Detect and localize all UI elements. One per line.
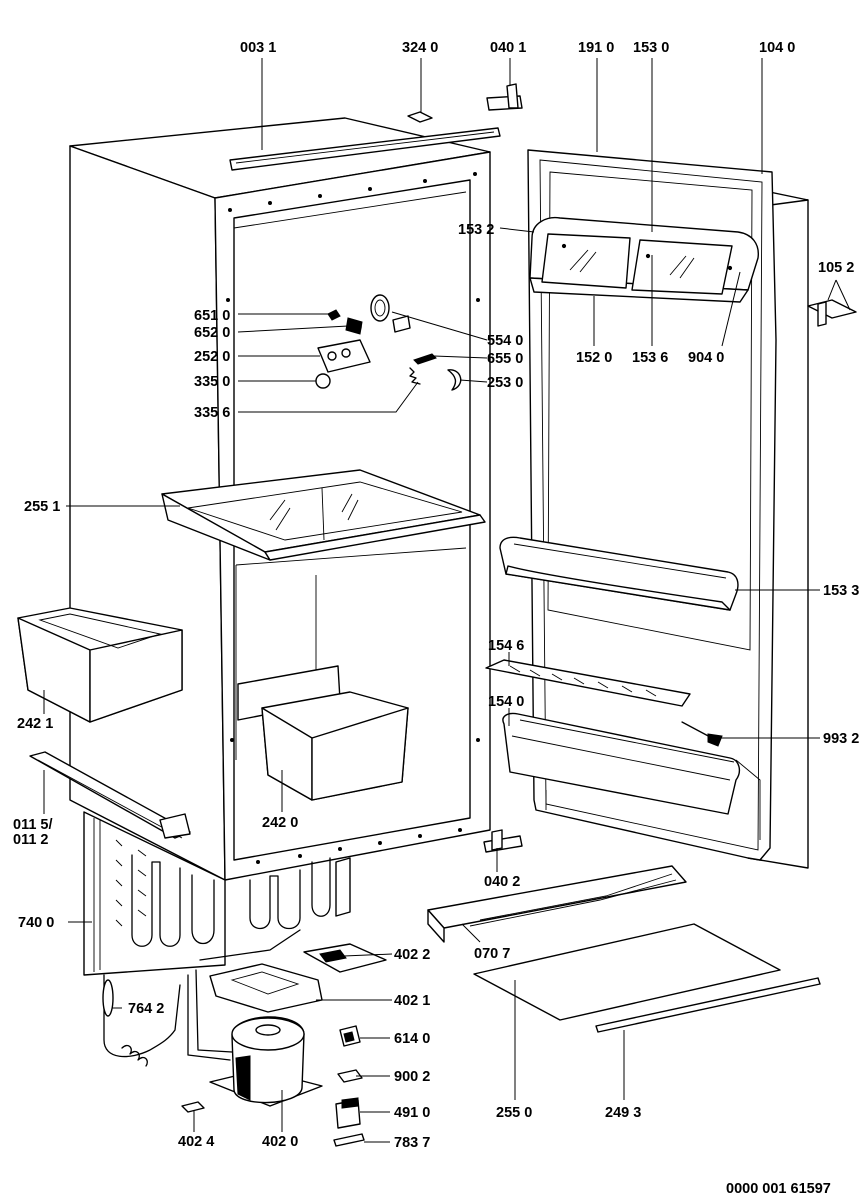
condenser-panel bbox=[83, 811, 351, 976]
label-6520: 652 0 bbox=[194, 325, 230, 341]
part-number-labels: 003 1 324 0 040 1 191 0 153 0 104 0 153 … bbox=[13, 40, 859, 1197]
door-bin-middle bbox=[499, 536, 739, 611]
dairy-compartment bbox=[529, 216, 759, 303]
compressor-group bbox=[102, 929, 387, 1147]
label-4024: 402 4 bbox=[178, 1134, 214, 1150]
label-0401: 040 1 bbox=[490, 40, 526, 56]
label-9932: 993 2 bbox=[823, 731, 859, 747]
label-2520: 252 0 bbox=[194, 349, 230, 365]
label-1052: 105 2 bbox=[818, 260, 854, 276]
label-4021: 402 1 bbox=[394, 993, 430, 1009]
label-2530: 253 0 bbox=[487, 375, 523, 391]
door-bin-lower bbox=[502, 712, 741, 815]
decor-strip bbox=[595, 977, 821, 1033]
glass-shelf-upper bbox=[161, 469, 486, 561]
hinge-bracket-top bbox=[486, 83, 523, 111]
handle-trim bbox=[427, 865, 687, 943]
label-2493: 249 3 bbox=[605, 1105, 641, 1121]
label-1546: 154 6 bbox=[488, 638, 524, 654]
thermostat-lamp-group bbox=[315, 294, 462, 391]
label-0112: 011 2 bbox=[13, 832, 49, 848]
label-0402: 040 2 bbox=[484, 874, 520, 890]
label-3350: 335 0 bbox=[194, 374, 230, 390]
crisper-box-left bbox=[17, 607, 183, 723]
label-7642: 764 2 bbox=[128, 1001, 164, 1017]
frame-screw-dots bbox=[226, 172, 480, 864]
label-1533: 153 3 bbox=[823, 583, 859, 599]
label-2421: 242 1 bbox=[17, 716, 53, 732]
label-6510: 651 0 bbox=[194, 308, 230, 324]
label-1532: 153 2 bbox=[458, 222, 494, 238]
label-4022: 402 2 bbox=[394, 947, 430, 963]
label-3240: 324 0 bbox=[402, 40, 438, 56]
label-6550: 655 0 bbox=[487, 351, 523, 367]
label-7837: 783 7 bbox=[394, 1135, 430, 1151]
label-7400: 740 0 bbox=[18, 915, 54, 931]
hinge-bracket-bottom bbox=[483, 829, 523, 853]
hinge-cap bbox=[407, 111, 433, 123]
door-bar bbox=[485, 659, 691, 707]
label-5540: 554 0 bbox=[487, 333, 523, 349]
label-6140: 614 0 bbox=[394, 1031, 430, 1047]
label-1540: 154 0 bbox=[488, 694, 524, 710]
door-stop bbox=[681, 721, 723, 747]
document-number: 0000 001 61597 bbox=[726, 1181, 831, 1197]
label-9002: 900 2 bbox=[394, 1069, 430, 1085]
label-0115: 011 5/ bbox=[13, 817, 53, 833]
label-1530: 153 0 bbox=[633, 40, 669, 56]
label-0707: 070 7 bbox=[474, 946, 510, 962]
crisper-box-inner bbox=[237, 665, 409, 801]
label-4910: 491 0 bbox=[394, 1105, 430, 1121]
label-2551: 255 1 bbox=[24, 499, 60, 515]
label-2420: 242 0 bbox=[262, 815, 298, 831]
label-0031: 003 1 bbox=[240, 40, 276, 56]
top-cover-strip bbox=[229, 127, 501, 171]
label-1520: 152 0 bbox=[576, 350, 612, 366]
label-1536: 153 6 bbox=[632, 350, 668, 366]
label-4020: 402 0 bbox=[262, 1134, 298, 1150]
bottom-cross-member bbox=[29, 751, 191, 839]
label-2550: 255 0 bbox=[496, 1105, 532, 1121]
condenser-coils bbox=[115, 839, 331, 947]
leader-lines bbox=[43, 58, 851, 1143]
door-hinge-right bbox=[807, 299, 857, 327]
label-1910: 191 0 bbox=[578, 40, 614, 56]
label-1040: 104 0 bbox=[759, 40, 795, 56]
decor-panel bbox=[473, 923, 781, 1021]
label-9040: 904 0 bbox=[688, 350, 724, 366]
label-3356: 335 6 bbox=[194, 405, 230, 421]
